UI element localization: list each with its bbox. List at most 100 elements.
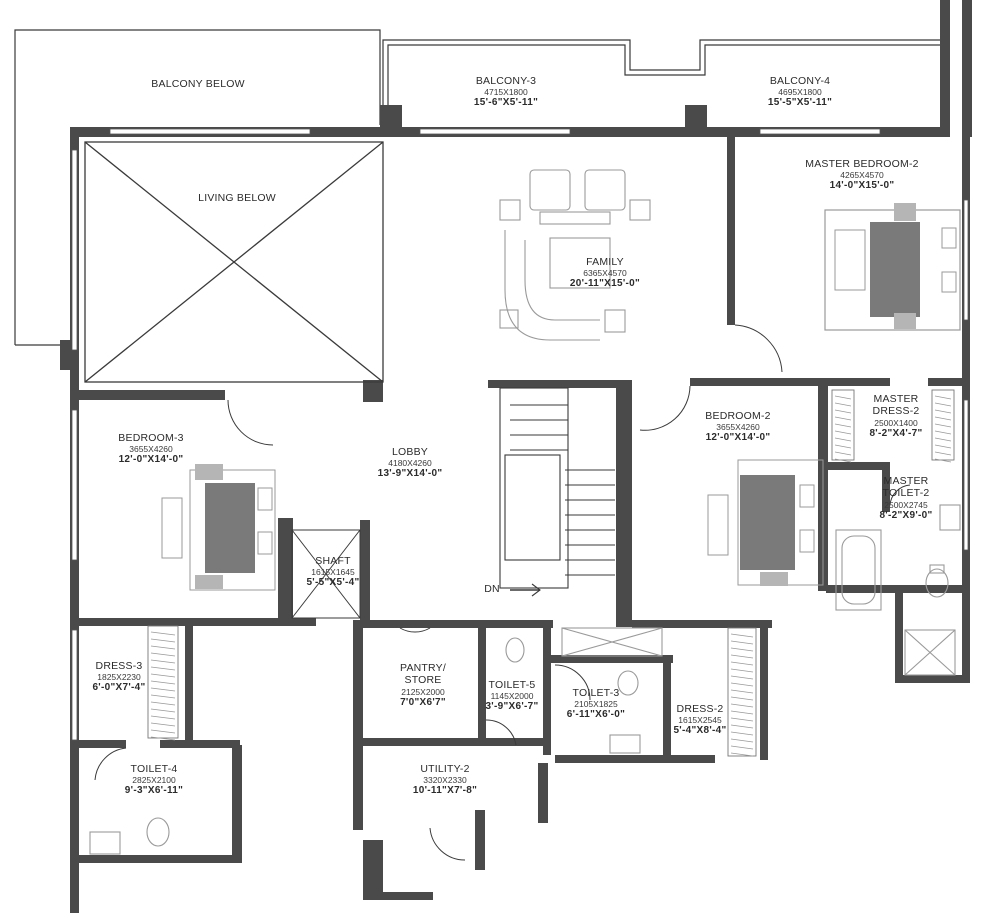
- room-metric: 4715X1800: [484, 87, 528, 98]
- room-imperial: 7'0"X6'7": [400, 696, 446, 708]
- room-imperial: 9'-3"X6'-11": [124, 785, 184, 797]
- hatch-line: [934, 402, 952, 407]
- bedroom-3-bed: [161, 464, 276, 591]
- hatch-line: [834, 458, 852, 463]
- hatch-line: [730, 654, 754, 659]
- sanitary-fixtures: [89, 504, 961, 855]
- room-name: LOBBY: [391, 446, 429, 458]
- room-name: MASTER TOILET-2: [882, 475, 930, 500]
- room-name: BEDROOM-3: [118, 432, 184, 444]
- hatch-line: [730, 640, 754, 645]
- hatch-line: [730, 633, 754, 638]
- hatch-line: [150, 673, 176, 678]
- hatch-line: [730, 682, 754, 687]
- hatch-line: [730, 731, 754, 736]
- hatch-line: [834, 444, 852, 449]
- room-imperial: 10'-11"X7'-8": [412, 785, 478, 797]
- room-metric: 2125X2000: [401, 686, 445, 697]
- bedroom-2-bed: [707, 459, 824, 586]
- hatch-line: [730, 675, 754, 680]
- stair-direction-label: DN: [484, 583, 500, 595]
- room-name: TOILET-4: [130, 763, 178, 775]
- room-label-bedroom-3: BEDROOM-3 3655X4260 12'-0"X14'-0": [118, 432, 183, 466]
- room-imperial: 8'-2"X4'-7": [869, 427, 923, 439]
- hatch-line: [834, 416, 852, 421]
- hatch-line: [934, 395, 952, 400]
- room-label-balcony-3: BALCONY-3 4715X1800 15'-6"X5'-11": [474, 75, 538, 109]
- hatch-line: [150, 652, 176, 657]
- hatch-line: [934, 444, 952, 449]
- hatch-line: [150, 631, 176, 636]
- room-metric: 4180X4260: [388, 458, 432, 469]
- room-label-balcony-below: BALCONY BELOW: [151, 78, 244, 90]
- room-imperial: 12'-0"X14'-0": [118, 454, 184, 466]
- master-bed: [824, 203, 961, 331]
- hatch-line: [730, 668, 754, 673]
- room-name: BALCONY BELOW: [151, 78, 245, 90]
- hatch-line: [934, 451, 952, 456]
- hatch-line: [150, 659, 176, 664]
- room-imperial: 20'-11"X15'-0": [569, 278, 641, 290]
- room-metric: 3655X4260: [129, 444, 173, 455]
- room-label-living-below: LIVING BELOW: [198, 192, 276, 204]
- room-imperial: 3'-9"X6'-7": [485, 701, 539, 713]
- hatch-line: [150, 722, 176, 727]
- room-metric: 1615X2545: [678, 715, 722, 726]
- hatch-line: [730, 696, 754, 701]
- room-name: BEDROOM-2: [705, 410, 771, 422]
- hatch-line: [150, 694, 176, 699]
- room-label-master-bedroom-2: MASTER BEDROOM-2 4265X4570 14'-0"X15'-0": [805, 158, 918, 192]
- room-name: DRESS-3: [95, 660, 143, 672]
- room-label-toilet-5: TOILET-5 1145X2000 3'-9"X6'-7": [485, 679, 538, 713]
- hatch-line: [834, 451, 852, 456]
- room-name: TOILET-5: [488, 679, 536, 691]
- family-sofa: [499, 169, 651, 341]
- hatch-line: [834, 402, 852, 407]
- room-name: MASTER BEDROOM-2: [805, 158, 919, 170]
- room-name: BALCONY-3: [475, 75, 537, 87]
- hatch-line: [934, 430, 952, 435]
- hatch-line: [730, 745, 754, 750]
- room-name: LIVING BELOW: [198, 192, 276, 204]
- room-imperial: 6'-11"X6'-0": [566, 709, 626, 721]
- room-name: TOILET-3: [572, 687, 620, 699]
- room-name: FAMILY: [586, 256, 624, 268]
- room-metric: 1825X2230: [97, 672, 141, 683]
- room-label-shaft: SHAFT 1615X1645 5'-5"X5'-4": [306, 555, 359, 589]
- hatch-line: [150, 638, 176, 643]
- room-metric: 2500X1400: [874, 417, 918, 428]
- hatch-line: [150, 708, 176, 713]
- balcony-parapet: [382, 39, 949, 125]
- room-metric: 1145X2000: [490, 691, 534, 702]
- room-name: MASTER DRESS-2: [872, 393, 920, 418]
- hatch-line: [934, 423, 952, 428]
- room-label-toilet-4: TOILET-4 2825X2100 9'-3"X6'-11": [125, 763, 183, 797]
- room-label-toilet-3: TOILET-3 2105X1825 6'-11"X6'-0": [567, 687, 625, 721]
- room-imperial: 13'-9"X14'-0": [377, 468, 443, 480]
- balcony-below-outline: [14, 29, 381, 345]
- wardrobes: [147, 389, 955, 757]
- hatch-line: [730, 661, 754, 666]
- room-imperial: 15'-6"X5'-11": [473, 97, 539, 109]
- room-metric: 2500X2745: [884, 499, 928, 510]
- room-label-dress-2: DRESS-2 1615X2545 5'-4"X8'-4": [673, 703, 726, 737]
- door-swings: [94, 324, 911, 861]
- hatch-line: [730, 703, 754, 708]
- room-imperial: 12'-0"X14'-0": [705, 432, 771, 444]
- room-imperial: 6'-0"X7'-4": [92, 682, 146, 694]
- room-label-lobby: LOBBY 4180X4260 13'-9"X14'-0": [378, 446, 443, 480]
- hatch-line: [834, 395, 852, 400]
- hatch-line: [150, 666, 176, 671]
- hatch-line: [730, 752, 754, 757]
- hatch-line: [730, 710, 754, 715]
- shaft-x: [291, 529, 361, 619]
- room-name: BALCONY-4: [769, 75, 831, 87]
- room-imperial: 8'-2"X9'-0": [879, 509, 933, 521]
- room-imperial: 5'-5"X5'-4": [306, 577, 360, 589]
- hatch-line: [150, 715, 176, 720]
- room-metric: 6365X4570: [583, 268, 627, 279]
- hatch-line: [150, 680, 176, 685]
- hatch-line: [834, 437, 852, 442]
- room-name: PANTRY/ STORE: [400, 662, 446, 687]
